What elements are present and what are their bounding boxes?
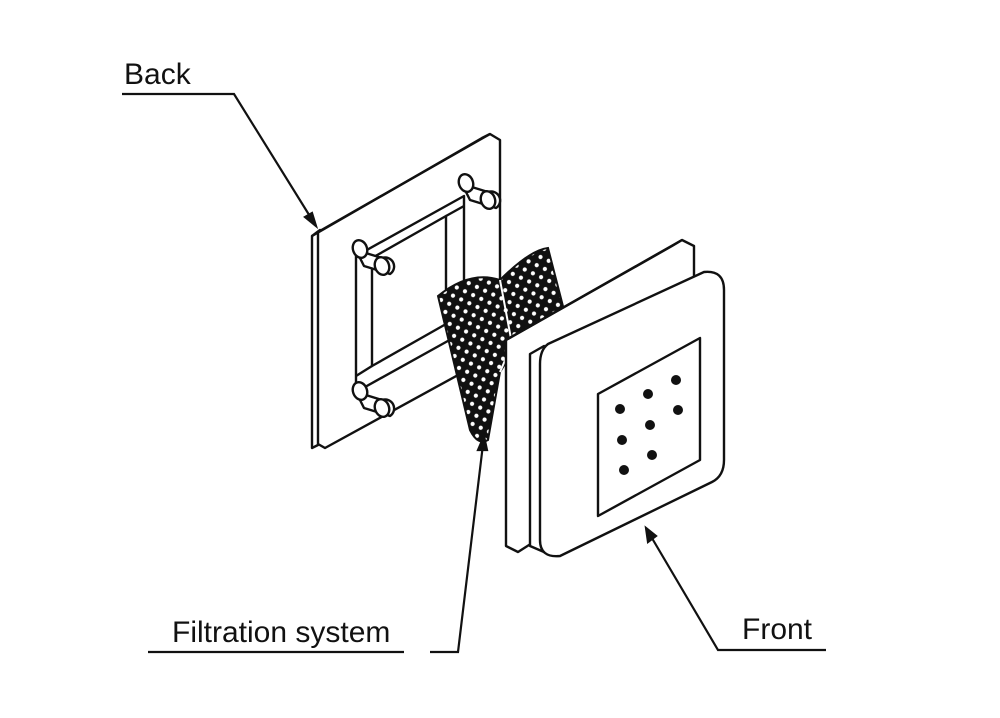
back-plate-pin (351, 239, 396, 276)
hole (671, 375, 681, 385)
label-filtration-system: Filtration system (172, 616, 391, 649)
hole (645, 420, 655, 430)
label-front: Front (742, 613, 813, 646)
leader-line-front (645, 527, 826, 652)
label-back: Back (124, 58, 191, 91)
hole (619, 465, 629, 475)
hole (617, 435, 627, 445)
back-plate-pin (351, 381, 396, 418)
arrowhead-filtration (476, 432, 489, 452)
front-plate-holes (615, 375, 683, 475)
hole (615, 404, 625, 414)
hole (647, 450, 657, 460)
arrowhead-back (303, 211, 319, 230)
hole (643, 389, 653, 399)
hole (673, 405, 683, 415)
arrowhead-front (644, 525, 658, 544)
leader-line-filtration (430, 435, 486, 654)
leader-line-back (122, 92, 317, 227)
back-plate-pin (457, 173, 502, 210)
